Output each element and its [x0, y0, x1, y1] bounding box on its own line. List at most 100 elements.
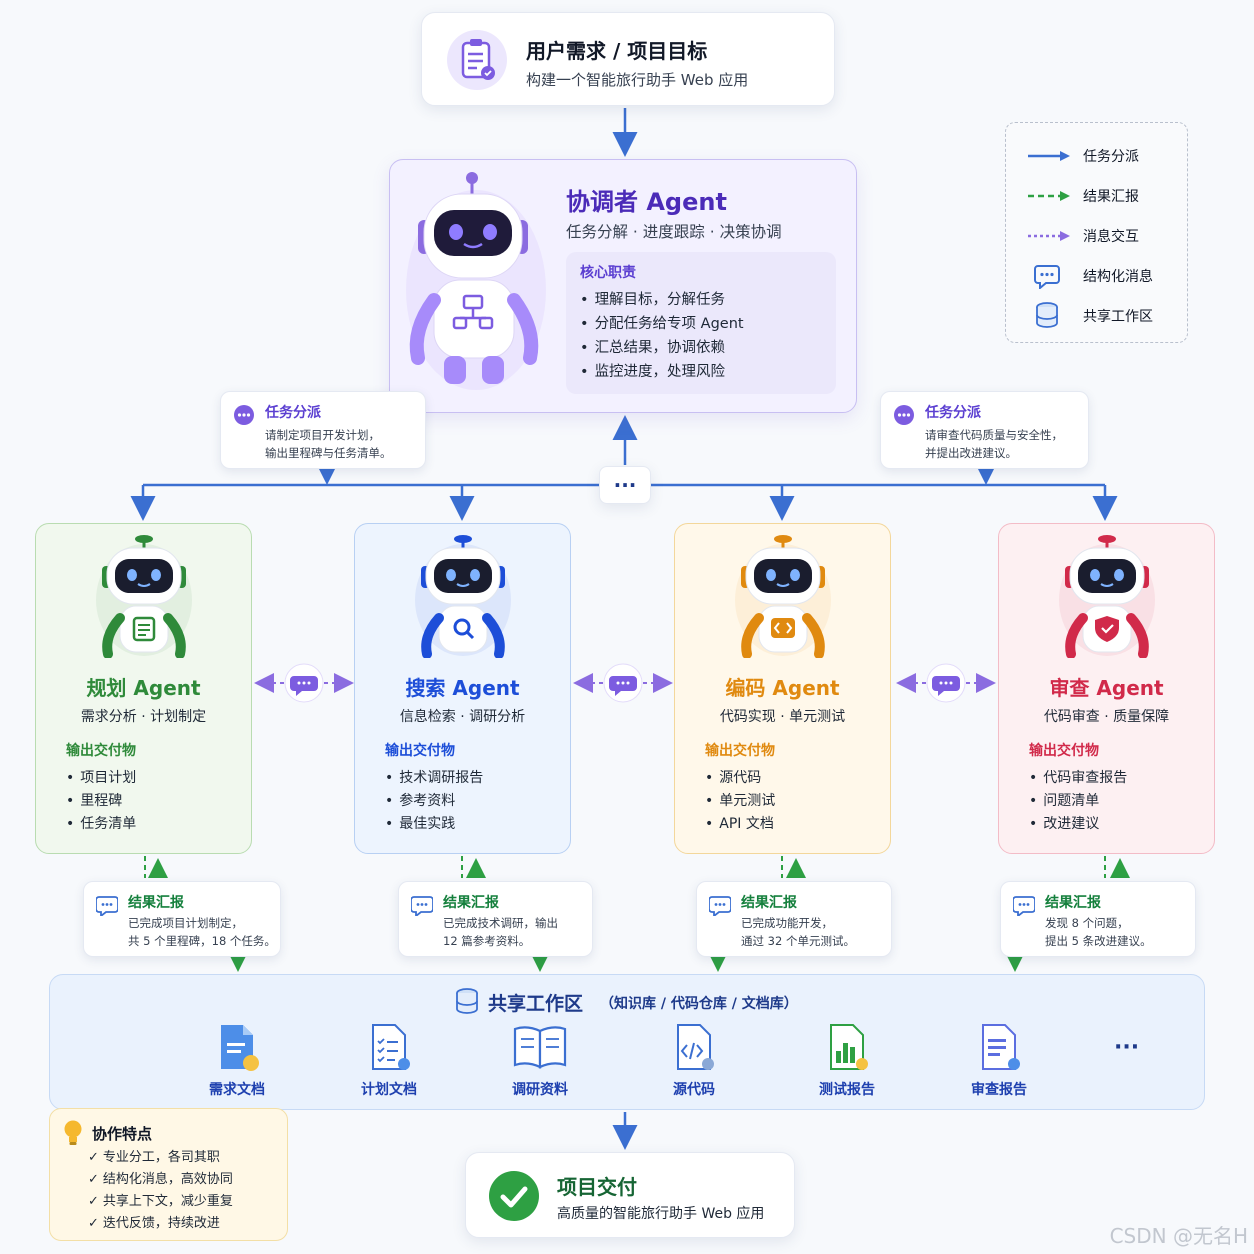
workspace-doc-source[interactable]: 源代码	[639, 1021, 749, 1107]
workspace-doc-review-report[interactable]: 审查报告	[944, 1021, 1054, 1107]
doc-label: 计划文档	[361, 1082, 417, 1098]
features-title: 协作特点	[92, 1125, 153, 1143]
agent-title: 审查 Agent	[1049, 676, 1164, 700]
list-item: 改进建议	[1029, 813, 1127, 836]
deliverables-title: 输出交付物	[705, 743, 775, 759]
legend: 任务分派 结果汇报 消息交互 结构化消息 共享工作区	[1005, 122, 1188, 343]
report-doc-icon	[982, 1024, 1020, 1070]
more-docs-indicator[interactable]: ···	[1114, 1035, 1140, 1060]
code-file-icon	[677, 1024, 714, 1070]
search-agent-card: 搜索 Agent 信息检索 · 调研分析 输出交付物 技术调研报告 参考资料 最…	[354, 523, 571, 854]
list-item: 专业分工，各司其职	[88, 1147, 233, 1169]
workspace-doc-research[interactable]: 调研资料	[485, 1021, 595, 1107]
legend-label: 共享工作区	[1083, 309, 1153, 325]
coordinator-responsibilities: 核心职责 理解目标，分解任务 分配任务给专项 Agent 汇总结果，协调依赖 监…	[566, 252, 836, 394]
list-item: 最佳实践	[385, 813, 483, 836]
chat-bubble-icon	[96, 896, 118, 916]
agent-subtitle: 信息检索 · 调研分析	[399, 709, 526, 725]
review-robot-icon	[1059, 535, 1155, 658]
chat-bubble-icon	[1013, 896, 1035, 916]
chat-bubble-icon	[284, 663, 324, 703]
result-title: 结果汇报	[443, 895, 499, 911]
deliverables-title: 输出交付物	[66, 743, 136, 759]
dispatch-note-review: 任务分派 请审查代码质量与安全性， 并提出改进建议。	[880, 391, 1089, 469]
workspace-title: 共享工作区	[488, 993, 584, 1015]
legend-item: 消息交互	[1006, 221, 1189, 251]
list-item: 问题清单	[1029, 790, 1127, 813]
agent-subtitle: 需求分析 · 计划制定	[80, 709, 207, 725]
chat-bubble-icon	[234, 405, 254, 425]
user-requirement-card: 用户需求 / 项目目标 构建一个智能旅行助手 Web 应用	[421, 12, 835, 106]
workspace-subtitle: （知识库 / 代码仓库 / 文档库）	[600, 996, 798, 1012]
list-item: API 文档	[705, 813, 775, 836]
coordinator-title: 协调者 Agent	[566, 188, 727, 216]
checklist-doc-icon	[372, 1024, 410, 1070]
doc-label: 审查报告	[971, 1082, 1027, 1098]
chat-bubble-icon	[926, 663, 966, 703]
list-item: 结构化消息，高效协同	[88, 1169, 233, 1191]
dotted-arrow-icon	[1028, 231, 1070, 241]
workspace-doc-requirements[interactable]: 需求文档	[182, 1021, 292, 1107]
list-item: 代码审查报告	[1029, 767, 1127, 790]
database-icon	[456, 988, 478, 1014]
delivery-title: 项目交付	[557, 1175, 637, 1199]
dispatch-desc: 请制定项目开发计划， 输出里程碑与任务清单。	[265, 428, 392, 460]
legend-item: 结果汇报	[1006, 181, 1189, 211]
result-title: 结果汇报	[741, 895, 797, 911]
planning-agent-card: 规划 Agent 需求分析 · 计划制定 输出交付物 项目计划 里程碑 任务清单	[35, 523, 252, 854]
coordinator-robot-icon	[406, 172, 546, 390]
coordinator-subtitle: 任务分解 · 进度跟踪 · 决策协调	[566, 223, 782, 241]
list-item: 单元测试	[705, 790, 775, 813]
deliverables-title: 输出交付物	[385, 743, 455, 759]
agent-title: 规划 Agent	[86, 676, 201, 700]
result-note-planning: 结果汇报 已完成项目计划制定， 共 5 个里程碑，18 个任务。	[83, 881, 281, 957]
dispatch-note-planning: 任务分派 请制定项目开发计划， 输出里程碑与任务清单。	[220, 391, 426, 469]
agent-subtitle: 代码审查 · 质量保障	[1043, 709, 1170, 725]
agent-subtitle: 代码实现 · 单元测试	[719, 709, 846, 725]
legend-label: 消息交互	[1083, 229, 1139, 245]
coding-robot-icon	[735, 535, 831, 658]
legend-label: 结构化消息	[1083, 269, 1153, 285]
agent-title: 搜索 Agent	[405, 676, 520, 700]
dashed-arrow-icon	[1028, 191, 1070, 201]
lightbulb-icon	[64, 1120, 82, 1145]
workspace-doc-test-report[interactable]: 测试报告	[792, 1021, 902, 1107]
open-book-icon	[513, 1026, 567, 1069]
dispatch-hub: ···	[599, 466, 651, 504]
result-desc: 已完成项目计划制定， 共 5 个里程碑，18 个任务。	[128, 916, 276, 948]
dispatch-title: 任务分派	[265, 405, 321, 421]
doc-label: 测试报告	[819, 1082, 875, 1098]
list-item: 源代码	[705, 767, 775, 790]
review-agent-card: 审查 Agent 代码审查 · 质量保障 输出交付物 代码审查报告 问题清单 改…	[998, 523, 1215, 854]
legend-label: 结果汇报	[1083, 189, 1139, 205]
doc-label: 源代码	[673, 1082, 715, 1098]
list-item: 项目计划	[66, 767, 136, 790]
solid-arrow-icon	[1028, 151, 1070, 161]
list-item: 汇总结果，协调依赖	[580, 336, 744, 360]
workspace-doc-plan[interactable]: 计划文档	[334, 1021, 444, 1107]
responsibilities-title: 核心职责	[580, 265, 636, 281]
result-desc: 已完成技术调研，输出 12 篇参考资料。	[443, 916, 558, 948]
clipboard-icon	[447, 30, 507, 90]
requirement-subtitle: 构建一个智能旅行助手 Web 应用	[526, 71, 749, 89]
result-title: 结果汇报	[128, 895, 184, 911]
shared-workspace: 共享工作区 （知识库 / 代码仓库 / 文档库） 需求文档 计划文档 调研资料 …	[49, 974, 1205, 1110]
legend-item: 结构化消息	[1006, 261, 1189, 291]
legend-item: 任务分派	[1006, 141, 1189, 171]
requirements-doc-icon	[221, 1025, 259, 1071]
watermark: CSDN @无名H	[1109, 1224, 1248, 1248]
agent-title: 编码 Agent	[725, 676, 840, 700]
delivery-subtitle: 高质量的智能旅行助手 Web 应用	[557, 1206, 765, 1222]
chat-bubble-icon	[894, 405, 914, 425]
check-circle-icon	[489, 1171, 539, 1221]
requirement-title: 用户需求 / 项目目标	[526, 39, 708, 63]
chat-bubble-icon	[709, 896, 731, 916]
coding-agent-card: 编码 Agent 代码实现 · 单元测试 输出交付物 源代码 单元测试 API …	[674, 523, 891, 854]
database-icon	[1036, 302, 1058, 328]
list-item: 共享上下文，减少重复	[88, 1191, 233, 1213]
doc-label: 调研资料	[512, 1082, 568, 1098]
list-item: 里程碑	[66, 790, 136, 813]
list-item: 分配任务给专项 Agent	[580, 312, 744, 336]
legend-label: 任务分派	[1083, 149, 1139, 165]
dispatch-desc: 请审查代码质量与安全性， 并提出改进建议。	[925, 428, 1063, 460]
